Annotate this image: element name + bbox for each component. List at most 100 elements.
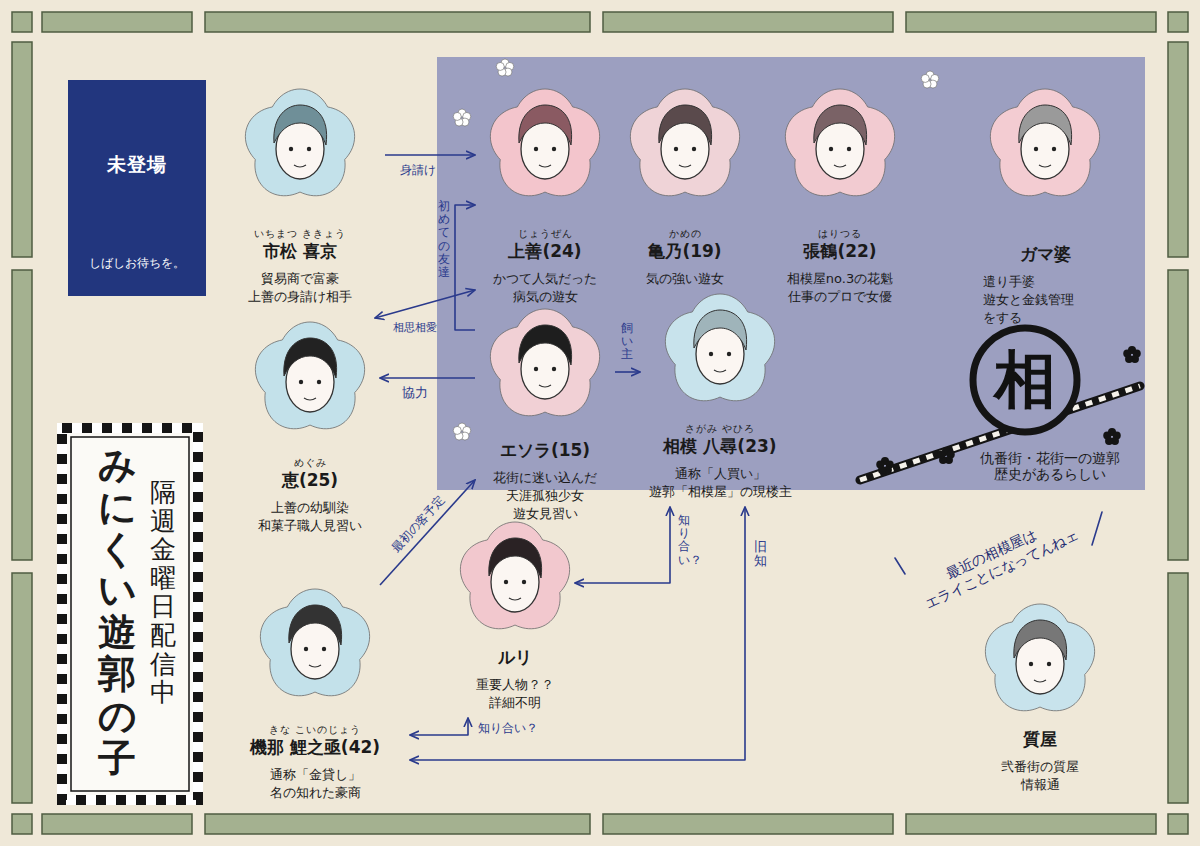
name-reading: はりつる xyxy=(818,227,862,240)
character-name: 上善(24) xyxy=(508,240,581,262)
house-description: 仇番街・花街一の遊郭 歴史があるらしい xyxy=(979,450,1121,482)
eye-sketch xyxy=(674,147,678,151)
eye-sketch xyxy=(847,147,851,151)
character-card: きな こいのじょう機那 鯉之亟(42)通称「金貸し」 名の知れた豪商 xyxy=(220,585,410,808)
white-blossom xyxy=(453,423,471,440)
character-description: 貿易商で富豪 上善の身請け相手 xyxy=(247,270,353,306)
crest-ring xyxy=(973,328,1077,432)
character-description: 相模屋no.3の花魁 仕事のプロで女優 xyxy=(786,270,895,306)
speech-tick xyxy=(1092,512,1102,545)
character-portrait xyxy=(660,290,780,410)
hair-sketch xyxy=(519,105,572,145)
character-name: 恵(25) xyxy=(282,469,338,491)
character-name: ガマ婆 xyxy=(1020,243,1071,265)
character-portrait xyxy=(255,585,375,705)
frame-bar xyxy=(12,573,32,803)
relation-arrow xyxy=(380,377,475,379)
eye-sketch xyxy=(1047,662,1051,666)
frame-corner xyxy=(12,12,32,32)
relation-label: 知り合い？ xyxy=(678,514,690,567)
house-crest-mark: 相 xyxy=(975,330,1075,430)
name-reading: めぐみ xyxy=(294,456,327,469)
character-card: ルリ重要人物？？ 詳細不明 xyxy=(455,518,575,718)
frame-corner xyxy=(1168,814,1188,834)
hair-sketch xyxy=(814,105,867,145)
blossom-frame xyxy=(665,294,774,401)
mouth-sketch xyxy=(539,385,551,387)
hair-sketch xyxy=(489,538,542,578)
character-name: 相模 八尋(23) xyxy=(663,435,776,457)
character-description: 通称「人買い」 遊郭「相模屋」の現楼主 xyxy=(648,465,793,501)
character-description: かつて人気だった 病気の遊女 xyxy=(492,270,598,306)
title-inner-border xyxy=(71,437,189,791)
status-note: しばしお待ちを。 xyxy=(89,256,185,272)
character-portrait xyxy=(485,85,605,205)
character-card: はりつる張鶴(22) 相模屋no.3の花魁 仕事のプロで女優 xyxy=(760,85,920,312)
character-card: じょうぜん上善(24)かつて人気だった 病気の遊女 xyxy=(475,85,615,312)
frame-bar xyxy=(1168,270,1188,560)
eye-sketch xyxy=(552,367,556,371)
relation-label: 初めての友達 xyxy=(438,200,450,279)
white-blossom xyxy=(453,109,471,126)
hair-sketch xyxy=(1014,620,1067,660)
bamboo-frame xyxy=(12,12,1188,834)
relation-arrow xyxy=(410,507,745,760)
frame-bar xyxy=(12,270,32,560)
character-name: 亀乃(19) xyxy=(648,240,721,262)
character-portrait xyxy=(780,85,900,205)
relation-arrow xyxy=(385,154,475,156)
relation-label: 飼い主 xyxy=(621,322,633,362)
character-card: さがみ やひろ相模 八尋(23) 通称「人買い」 遊郭「相模屋」の現楼主 xyxy=(640,290,800,507)
character-description: 気の強い遊女 xyxy=(645,270,725,288)
eye-sketch xyxy=(692,147,696,151)
mouth-sketch xyxy=(309,665,321,667)
blossom-frame xyxy=(245,89,354,196)
character-description: 重要人物？？ 詳細不明 xyxy=(475,676,555,712)
eye-sketch xyxy=(1052,147,1056,151)
character-name: 質屋 xyxy=(1023,728,1057,750)
mouth-sketch xyxy=(539,165,551,167)
character-name: 張鶴(22) xyxy=(803,240,876,262)
mouth-sketch xyxy=(304,398,316,400)
white-blossom xyxy=(921,71,939,88)
mouth-sketch xyxy=(834,165,846,167)
black-blossom xyxy=(1123,346,1141,363)
hair-sketch xyxy=(284,338,337,378)
character-portrait xyxy=(985,85,1105,205)
hair-sketch xyxy=(274,105,327,145)
blossom-frame xyxy=(985,604,1094,711)
frame-corner xyxy=(1168,12,1188,32)
relation-arrow xyxy=(455,205,475,330)
frame-bar xyxy=(1168,42,1188,257)
blossom-frame xyxy=(490,89,599,196)
sagamiya-region xyxy=(437,57,1145,490)
character-name: 機那 鯉之亟(42) xyxy=(250,736,380,758)
eye-sketch xyxy=(304,647,308,651)
relation-arrow xyxy=(615,371,640,373)
eye-sketch xyxy=(552,147,556,151)
eye-sketch xyxy=(829,147,833,151)
schedule-caption: 隔週金曜日配信中 xyxy=(150,478,176,707)
relation-label: 旧知 xyxy=(754,540,767,569)
eye-sketch xyxy=(1034,147,1038,151)
series-title: みにくい遊郭の子 xyxy=(98,444,136,778)
relation-label: 身請け xyxy=(400,163,436,177)
name-reading: さがみ やひろ xyxy=(685,422,755,435)
eye-sketch xyxy=(709,352,713,356)
character-description: 通称「金貸し」 名の知れた豪商 xyxy=(269,766,362,802)
character-portrait xyxy=(485,305,605,425)
character-name: エソラ(15) xyxy=(500,439,590,461)
relation-label: 相思相愛 xyxy=(393,321,437,334)
character-portrait xyxy=(240,85,360,205)
mouth-sketch xyxy=(1039,165,1051,167)
frame-bar xyxy=(906,12,1156,32)
relation-arrow xyxy=(375,290,475,318)
speech-tick xyxy=(895,558,905,574)
character-portrait xyxy=(250,318,370,438)
eye-sketch xyxy=(289,147,293,151)
character-description: 遣り手婆 遊女と金銭管理 をする xyxy=(983,273,1076,327)
character-name: 市松 喜京 xyxy=(263,240,337,262)
black-blossom xyxy=(937,447,955,464)
eye-sketch xyxy=(299,380,303,384)
blossom-frame xyxy=(260,589,369,696)
